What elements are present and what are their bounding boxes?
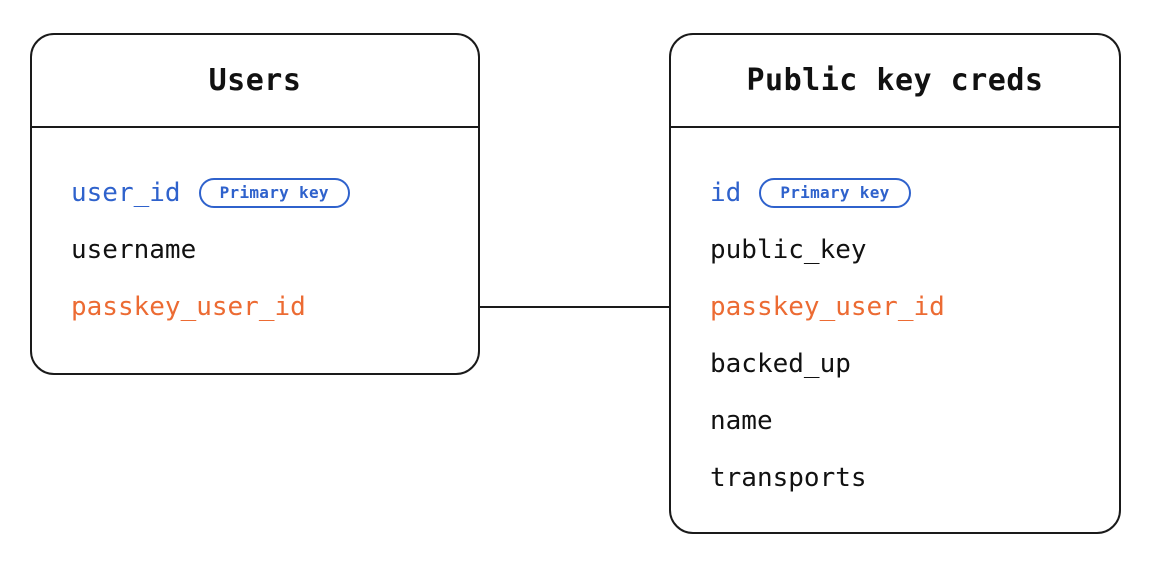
field-name-public-key: public_key — [710, 234, 867, 265]
entity-title-public-key-creds: Public key creds — [746, 63, 1044, 98]
field-name-name: name — [710, 405, 773, 436]
field-name-username: username — [71, 234, 197, 265]
field-name-backed-up: backed_up — [710, 348, 851, 379]
primary-key-badge: Primary key — [759, 177, 911, 208]
primary-key-badge: Primary key — [198, 177, 350, 208]
field-row-transports[interactable]: transports — [710, 449, 1101, 506]
field-name-passkey-user-id: passkey_user_id — [71, 291, 306, 322]
field-row-backed-up[interactable]: backed_up — [710, 335, 1101, 392]
entity-title-users: Users — [208, 63, 302, 98]
entity-card-users[interactable]: Users user_id Primary key username passk… — [30, 33, 480, 375]
field-row-user-id[interactable]: user_id Primary key — [71, 164, 460, 221]
entity-card-public-key-creds[interactable]: Public key creds id Primary key public_k… — [669, 33, 1121, 534]
field-name-id: id — [710, 177, 742, 208]
entity-header-users: Users — [32, 35, 478, 128]
field-row-public-key[interactable]: public_key — [710, 221, 1101, 278]
entity-header-public-key-creds: Public key creds — [671, 35, 1119, 128]
field-name-passkey-user-id: passkey_user_id — [710, 291, 945, 322]
entity-field-list-public-key-creds: id Primary key public_key passkey_user_i… — [671, 128, 1119, 506]
field-row-id[interactable]: id Primary key — [710, 164, 1101, 221]
relationship-connector-line — [479, 306, 671, 308]
field-row-username[interactable]: username — [71, 221, 460, 278]
field-row-passkey-user-id[interactable]: passkey_user_id — [71, 278, 460, 335]
field-name-user-id: user_id — [71, 177, 181, 208]
field-row-passkey-user-id[interactable]: passkey_user_id — [710, 278, 1101, 335]
field-row-name[interactable]: name — [710, 392, 1101, 449]
field-name-transports: transports — [710, 462, 867, 493]
entity-field-list-users: user_id Primary key username passkey_use… — [32, 128, 478, 335]
